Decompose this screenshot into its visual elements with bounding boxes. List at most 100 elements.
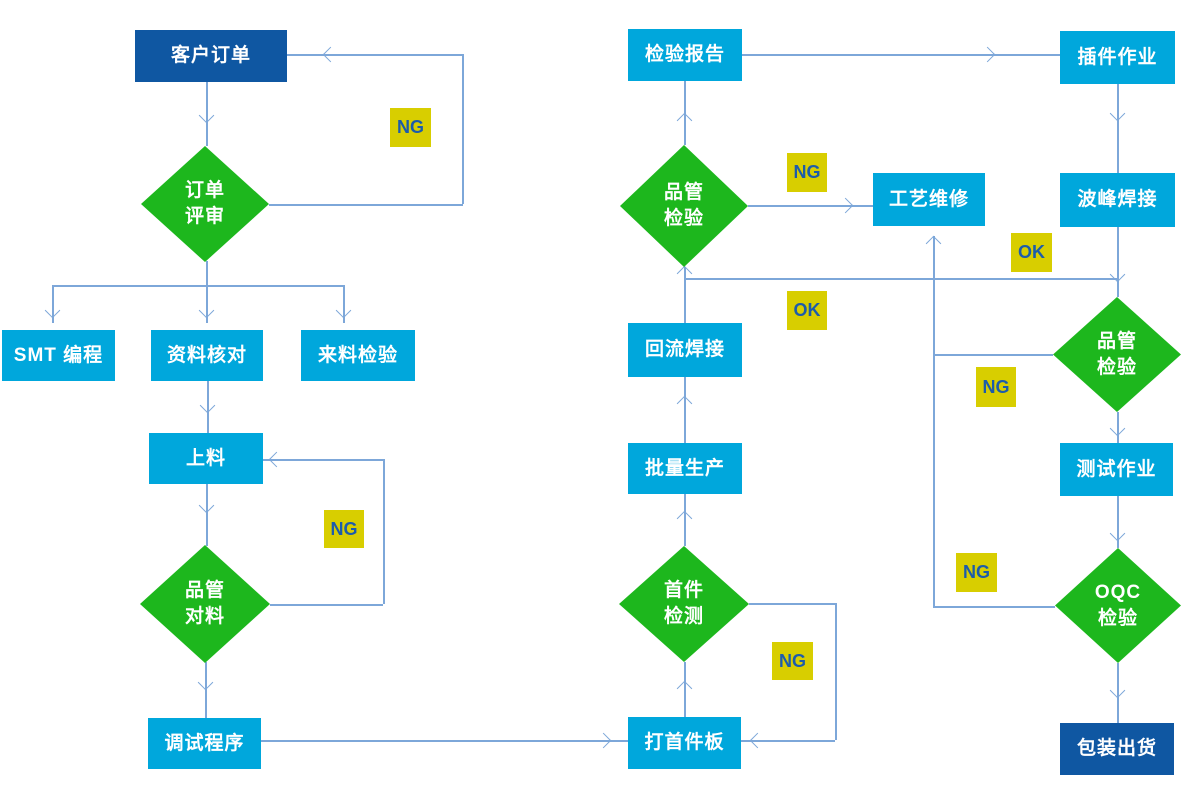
edge-data-to-loading bbox=[207, 381, 209, 433]
edge-batch-to-reflow bbox=[684, 377, 686, 443]
node-label: 订单 评审 bbox=[184, 180, 225, 227]
arrowhead bbox=[1109, 420, 1126, 437]
edge-review-down bbox=[206, 261, 208, 285]
node-oqc-inspection: OQC 检验 bbox=[1055, 548, 1181, 663]
node-label: 客户订单 bbox=[170, 45, 251, 66]
edge-qcmid-to-report bbox=[684, 81, 686, 145]
tag-ng-qc-mid: NG bbox=[787, 153, 827, 192]
node-qc-inspection-mid: 品管 检验 bbox=[620, 145, 748, 267]
node-label: OQC 检验 bbox=[1094, 581, 1142, 629]
edge-branch-incoming bbox=[343, 285, 345, 323]
node-qc-material-check: 品管 对料 bbox=[140, 545, 270, 663]
edge-branch-smt bbox=[52, 285, 54, 323]
arrowhead bbox=[198, 497, 215, 514]
node-batch-production: 批量生产 bbox=[628, 443, 742, 494]
edge-branch-bar bbox=[52, 285, 344, 287]
edge-firstboard-to-firstarticle bbox=[684, 662, 686, 717]
edge-qcmid-ng-to-repair bbox=[748, 205, 873, 207]
node-process-repair: 工艺维修 bbox=[873, 173, 985, 226]
edge-firstarticle-ng-down bbox=[835, 603, 837, 740]
edge-test-to-oqc bbox=[1117, 496, 1119, 548]
edge-review-ng-out bbox=[269, 204, 463, 206]
node-label: 首件 检测 bbox=[663, 580, 704, 627]
arrowhead bbox=[676, 395, 693, 412]
arrowhead bbox=[925, 235, 942, 252]
node-label: 来料检验 bbox=[317, 344, 398, 366]
edge-qcright-to-test bbox=[1117, 412, 1119, 443]
node-test-operation: 测试作业 bbox=[1060, 443, 1173, 496]
node-label: 回流焊接 bbox=[644, 339, 725, 360]
node-label: 资料核对 bbox=[166, 344, 247, 366]
arrowhead bbox=[335, 302, 352, 319]
arrowhead bbox=[198, 302, 215, 319]
node-label: 波峰焊接 bbox=[1077, 189, 1158, 210]
arrowhead bbox=[595, 732, 612, 749]
node-smt-programming: SMT 编程 bbox=[2, 330, 115, 381]
tag-ng-first-article: NG bbox=[772, 642, 813, 680]
node-label: SMT 编程 bbox=[13, 344, 104, 366]
edge-plugin-to-wave bbox=[1117, 84, 1119, 173]
edge-order-to-review bbox=[206, 82, 208, 146]
arrowhead bbox=[676, 680, 693, 697]
arrowhead bbox=[198, 107, 215, 124]
node-first-board: 打首件板 bbox=[628, 717, 741, 769]
node-loading: 上料 bbox=[149, 433, 263, 484]
node-plugin-operation: 插件作业 bbox=[1060, 31, 1175, 84]
node-inspection-report: 检验报告 bbox=[628, 29, 742, 81]
arrowhead bbox=[979, 46, 996, 63]
edge-branch-data bbox=[206, 285, 208, 323]
node-qc-inspection-right: 品管 检验 bbox=[1053, 297, 1181, 412]
tag-ok-right: OK bbox=[1011, 233, 1052, 272]
edge-qcmaterial-to-debug bbox=[205, 662, 207, 718]
edge-review-ng-right bbox=[462, 54, 464, 204]
edge-qcmaterial-ng-top bbox=[263, 459, 383, 461]
tag-ng-order-review: NG bbox=[390, 108, 431, 147]
node-label: 批量生产 bbox=[644, 457, 725, 479]
arrowhead bbox=[837, 197, 854, 214]
tag-ng-qc-right: NG bbox=[976, 367, 1016, 407]
arrowhead bbox=[676, 510, 693, 527]
node-first-article-inspection: 首件 检测 bbox=[619, 546, 749, 662]
node-debug-program: 调试程序 bbox=[148, 718, 261, 769]
arrowhead bbox=[199, 397, 216, 414]
arrowhead bbox=[1109, 266, 1126, 283]
node-label: 品管 对料 bbox=[184, 580, 225, 627]
arrowhead bbox=[676, 112, 693, 129]
arrowhead bbox=[268, 451, 285, 468]
node-label: 上料 bbox=[185, 447, 226, 469]
edge-oqc-ng bbox=[933, 606, 1055, 608]
edge-reflow-to-qcmid bbox=[684, 267, 686, 323]
node-label: 调试程序 bbox=[164, 732, 245, 754]
node-incoming-inspection: 来料检验 bbox=[301, 330, 415, 381]
arrowhead bbox=[322, 46, 339, 63]
arrowhead bbox=[1109, 105, 1126, 122]
arrowhead bbox=[749, 732, 766, 749]
node-label: 品管 检验 bbox=[663, 182, 704, 229]
edge-report-to-plugin bbox=[742, 54, 1060, 56]
node-packing-shipping: 包装出货 bbox=[1060, 723, 1174, 775]
node-label: 检验报告 bbox=[644, 44, 725, 65]
tag-ok-mid: OK bbox=[787, 291, 827, 330]
node-label: 包装出货 bbox=[1076, 738, 1157, 759]
node-customer-order: 客户订单 bbox=[135, 30, 287, 82]
edge-qcmaterial-ng-out bbox=[270, 604, 383, 606]
edge-qcright-ng bbox=[933, 354, 1053, 356]
arrowhead bbox=[44, 302, 61, 319]
arrowhead bbox=[1109, 525, 1126, 542]
node-label: 工艺维修 bbox=[888, 188, 969, 210]
tag-ng-qc-material: NG bbox=[324, 510, 364, 548]
edge-oqc-to-packing bbox=[1117, 663, 1119, 723]
node-label: 打首件板 bbox=[644, 732, 725, 753]
node-label: 插件作业 bbox=[1077, 46, 1158, 68]
node-data-check: 资料核对 bbox=[151, 330, 263, 381]
node-order-review: 订单 评审 bbox=[141, 146, 269, 262]
edge-wave-to-qcright bbox=[1117, 227, 1119, 297]
edge-ok-bar bbox=[684, 278, 1117, 280]
edge-qcmaterial-ng-right bbox=[383, 459, 385, 604]
edge-firstarticle-ng-in bbox=[741, 740, 835, 742]
node-label: 品管 检验 bbox=[1096, 330, 1137, 378]
edge-loading-to-qcmaterial bbox=[206, 484, 208, 546]
edge-debug-to-firstboard bbox=[261, 740, 628, 742]
edge-firstarticle-to-batch bbox=[684, 494, 686, 546]
